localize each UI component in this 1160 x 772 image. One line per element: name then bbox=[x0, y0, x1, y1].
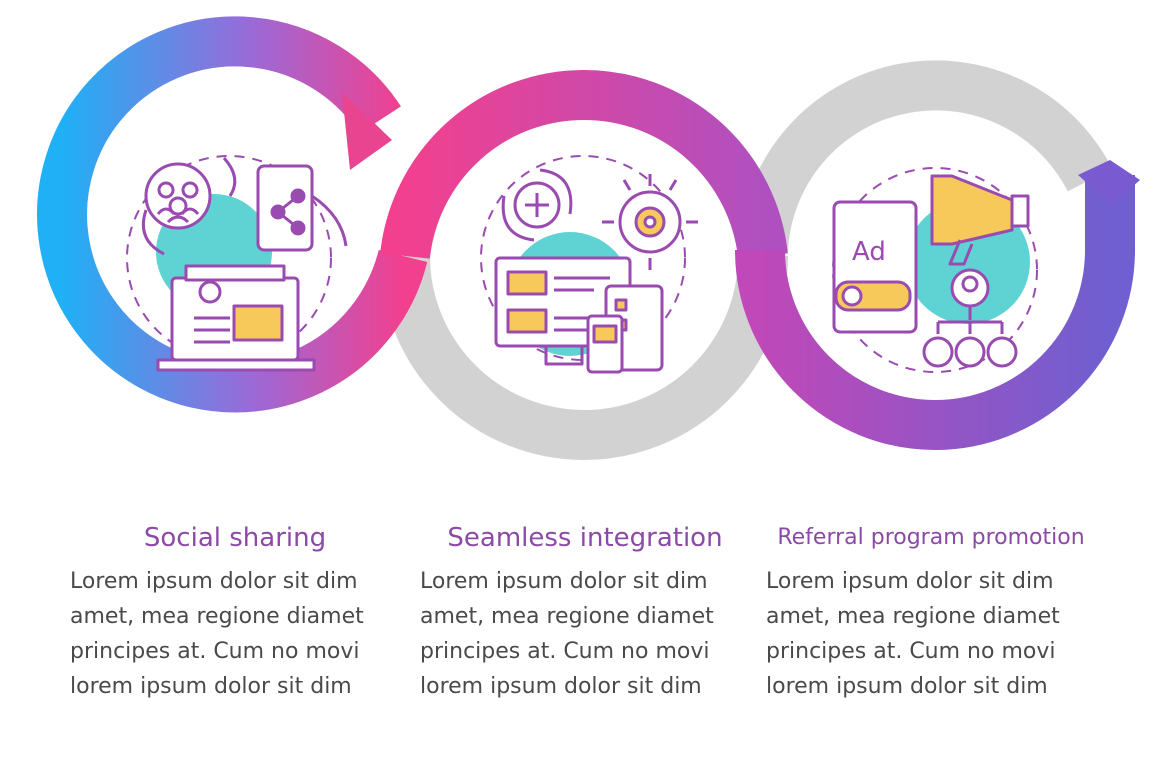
dashed-circle-2 bbox=[480, 155, 686, 361]
description-line: Lorem ipsum dolor sit dim bbox=[70, 569, 358, 594]
description-line: principes at. Cum no movi bbox=[70, 639, 360, 664]
social-sharing-icon bbox=[141, 156, 348, 372]
dashed-circle-1 bbox=[126, 155, 332, 361]
description-line: lorem ipsum dolor sit dim bbox=[766, 674, 1048, 699]
step-referral-program-promotion: Referral program promotion Lorem ipsum d… bbox=[766, 518, 1096, 704]
description-line: Lorem ipsum dolor sit dim bbox=[766, 569, 1054, 594]
description-line: amet, mea regione diamet bbox=[766, 604, 1060, 629]
step-description: Lorem ipsum dolor sit dim amet, mea regi… bbox=[420, 564, 750, 704]
seamless-integration-icon bbox=[494, 168, 698, 374]
step-description: Lorem ipsum dolor sit dim amet, mea regi… bbox=[70, 564, 400, 704]
description-line: principes at. Cum no movi bbox=[420, 639, 710, 664]
step-seamless-integration: Seamless integration Lorem ipsum dolor s… bbox=[420, 518, 750, 704]
ad-label: Ad bbox=[852, 237, 886, 267]
description-line: principes at. Cum no movi bbox=[766, 639, 1056, 664]
step-social-sharing: Social sharing Lorem ipsum dolor sit dim… bbox=[70, 518, 400, 704]
step-title: Seamless integration bbox=[447, 523, 723, 553]
description-line: lorem ipsum dolor sit dim bbox=[70, 674, 352, 699]
description-line: amet, mea regione diamet bbox=[420, 604, 714, 629]
arrow-head-left bbox=[342, 92, 392, 170]
description-line: lorem ipsum dolor sit dim bbox=[420, 674, 702, 699]
referral-program-icon: Ad bbox=[832, 174, 1030, 368]
description-line: Lorem ipsum dolor sit dim bbox=[420, 569, 708, 594]
arrow-head-right bbox=[1078, 160, 1140, 205]
grey-track bbox=[380, 60, 1113, 460]
dashed-circle-3 bbox=[832, 167, 1038, 373]
step-description: Lorem ipsum dolor sit dim amet, mea regi… bbox=[766, 564, 1096, 704]
step-title: Referral program promotion bbox=[777, 525, 1085, 550]
step-title: Social sharing bbox=[143, 523, 327, 553]
description-line: amet, mea regione diamet bbox=[70, 604, 364, 629]
